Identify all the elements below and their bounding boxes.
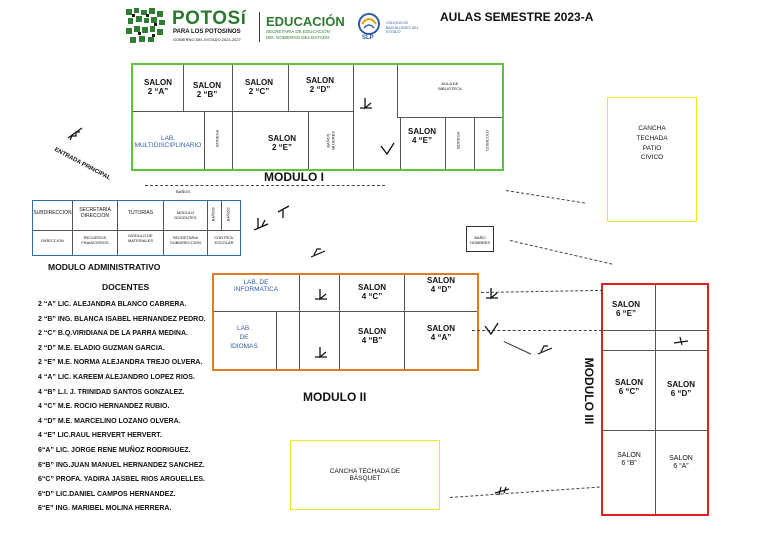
docentes-title: DOCENTES [102,282,150,292]
salon-4b: SALON 4 “B” [358,327,386,346]
modulo-3-building [601,283,709,516]
salon-2c: SALON 2 “C” [245,78,273,97]
docente-entry: 4 “A” LIC. KAREEM ALEJANDRO LOPEZ RIOS. [38,374,195,381]
path-line [450,486,600,498]
lab-informatica: LAB. DE INFORMATICA [233,279,279,294]
modulo-1-label: MODULO I [264,170,324,184]
docente-entry: 2 “C” B.Q.VIRIDIANA DE LA PARRA MEDINA. [38,330,188,338]
stairs-icon [484,322,499,336]
colegio-text: COLEGIO DE BACHILLERES DEL ESTADO [386,21,419,35]
recursos-financieros: RECURSOS FINANCIEROS [81,235,109,245]
colegio-logo-icon [358,13,380,35]
educacion-wordmark: EDUCACIÓN [266,14,345,29]
header-divider [259,12,260,42]
stairs-icon [494,486,510,496]
cancha-patio-civico-label: CANCHA TECHADA PATIO CIVICO [636,125,668,162]
modulo-1-building [131,63,504,171]
stairs-icon [310,248,326,258]
salon-4d: SALON 4 “D” [427,276,455,295]
modulo-materiales: MODULO DE MATERIALES [127,233,154,243]
tutorias: TUTORIAS [127,210,154,216]
modulo-3-label: MODULO III [582,357,596,425]
potosi-logo-icon [124,6,168,46]
docente-entry: 2 “A” LIC. ALEJANDRA BLANCO CABRERA. [38,301,187,308]
slp-label: SLP [362,35,374,41]
potosi-subtitle-2: GOBIERNO DEL ESTADO 2021-2027 [173,37,241,42]
modulo-1-small-room-2: CUBICULO [484,129,490,151]
salon-4a: SALON 4 “A” [427,324,455,343]
path-line [472,330,602,331]
cancha-patio-civico [607,97,697,222]
potosi-wordmark: POTOSí [172,8,247,29]
salon-6d: SALON 6 “D” [667,380,695,399]
salon-2d: SALON 2 “D” [306,76,334,95]
banos-top-label: BAÑOS [175,189,190,194]
docente-entry: 4 “B” L.I. J. TRINIDAD SANTOS GONZALEZ. [38,388,185,396]
secretaria-subdireccion: SECRETARIA SUBDIRECCION [170,235,201,245]
docente-entry: 6“C” PROFA. YADIRA JASBEL RIOS ARGUELLES… [38,476,205,484]
stairs-icon [253,218,269,231]
potosi-subtitle: PARA LOS POTOSINOS [173,29,241,35]
modulo-docentes: MODULO DOCENTES [174,210,197,220]
educacion-subtitle-1: SECRETARÍA DE EDUCACIÓN [266,29,330,34]
salon-2b: SALON 2 “B” [193,81,221,100]
salon-2a: SALON 2 “A” [144,78,172,97]
stairs-icon [360,98,372,110]
educacion-subtitle-2: DEL GOBIERNO DEL ESTADO [266,35,330,40]
path-line [505,190,586,204]
header: POTOSí PARA LOS POTOSINOS GOBIERNO DEL E… [120,4,440,48]
banos-a: BAÑOS [210,207,216,222]
docente-entry: 6“E” ING. MARIBEL MOLINA HERRERA. [38,505,172,513]
stairs-icon [380,142,395,156]
direccion: DIRECCION [41,238,64,243]
docente-entry: 6“A” LIC. JORGE RENE MUÑOZ RODRIGUEZ. [38,447,191,454]
page-title: AULAS SEMESTRE 2023-A [440,10,594,24]
subdireccion: SUBDIRECCION [33,210,72,216]
docente-entry: 4 “C” M.E. ROCIO HERNANDEZ RUBIO. [38,403,170,411]
salon-2e: SALON 2 “E” [268,134,296,153]
path-line-solid [503,341,532,355]
modulo-1-small-room-1: BODEGA [455,131,461,149]
aula-biblioteca: AULA DE BIBLIOTECA [438,81,462,91]
modulo-2-label: MODULO II [303,390,367,404]
docente-entry: 2 “B” ING. BLANCA ISABEL HERNANDEZ PEDRO… [38,315,206,323]
docente-entry: 4 “E” LIC.RAUL HERVERT HERVERT. [38,432,162,440]
banos-mujeres: BAÑOS MUJERES [325,131,335,151]
stairs-icon [673,336,689,346]
bodega: BODEGA [214,129,220,147]
stairs-icon [315,347,327,359]
docente-entry: 2 “E” M.E. NORMA ALEJANDRA TREJO OLVERA. [38,359,203,367]
stairs-icon [315,289,327,301]
bano-hombres [466,226,494,252]
docente-entry: 6“B” ING.JUAN MANUEL HERNANDEZ SANCHEZ. [38,461,205,469]
path-line [145,185,385,186]
banos-b: BAÑOS [225,207,231,222]
lab-multidisciplinario: LAB. MULTIDISCIPLINARIO [134,135,202,150]
stairs-icon [277,205,290,218]
docente-entry: 6“D” LIC.DANIEL CAMPOS HERNANDEZ. [38,490,176,498]
control-escolar: CONTROL ESCOLAR [214,235,234,245]
salon-6c: SALON 6 “C” [615,378,643,397]
salon-4c: SALON 4 “C” [358,283,386,302]
salon-6b: SALON 6 “B” [617,452,641,468]
modulo-2-building [212,273,479,371]
modulo-administrativo-building [32,200,241,256]
salon-6e: SALON 6 “E” [612,300,640,319]
docente-entry: 2 “D” M.E. ELADIO GUZMAN GARCIA. [38,344,165,352]
lab-idiomas: LAB. DE IDIOMAS [230,325,258,351]
modulo-administrativo-label: MODULO ADMINISTRATIVO [48,262,161,272]
stairs-icon [486,288,498,300]
docente-entry: 4 “D” M.E. MARCELINO LOZANO OLVERA. [38,417,181,425]
cancha-basquet [290,440,440,510]
salon-6a: SALON 6 “A” [669,455,693,471]
path-line [509,240,613,265]
entrada-principal-label: ENTRADA PRINCIPAL [53,147,112,182]
stairs-icon [537,345,553,355]
salon-4e: SALON 4 “E” [408,127,436,146]
stairs-icon [67,127,83,141]
cancha-basquet-label: CANCHA TECHADA DE BÁSQUET [329,468,401,483]
secretaria-direccion: SECRETARIA DIRECCION [79,207,111,219]
bano-hombres-label: BAÑO HOMBRES [469,235,491,245]
